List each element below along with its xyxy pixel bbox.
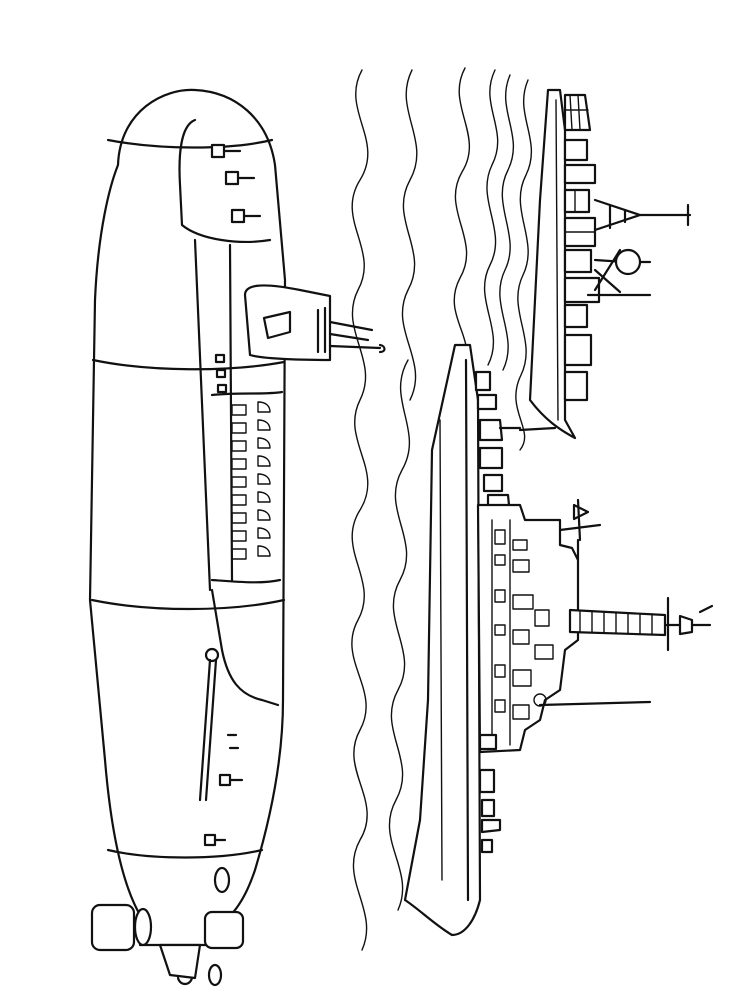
hatch-left-column: [231, 404, 247, 560]
lattice-mast: [593, 198, 692, 294]
porthole-column: [214, 353, 228, 394]
stern-propulsors: [90, 866, 245, 987]
deck-line-right: [228, 243, 234, 582]
conning-tower: [243, 284, 386, 362]
aft-structures: [478, 700, 652, 854]
sea-waves: [351, 67, 532, 951]
lower-fittings: [203, 733, 244, 847]
hull-ring-2: [91, 358, 286, 371]
wave-3: [388, 359, 411, 911]
wave-2: [401, 69, 418, 401]
hull-ring-3: [90, 598, 286, 611]
main-radar-mast: [568, 596, 714, 652]
back-ship-gun: [518, 426, 557, 432]
warship-front: [403, 343, 714, 937]
antenna-mast: [198, 647, 220, 802]
hull-ring-1: [106, 138, 274, 149]
hatch-right-column: [257, 401, 271, 557]
warship-front-hull: [403, 343, 482, 937]
missile-hatch-bay: [210, 390, 284, 584]
bow-equipment: [474, 370, 522, 517]
wave-5: [483, 69, 499, 366]
stern-frames: [563, 93, 592, 132]
back-hull-deck-line: [555, 99, 559, 421]
hull-ring-4: [106, 848, 264, 859]
upper-fittings: [210, 143, 262, 224]
deck-line-left: [193, 238, 212, 592]
wave-7: [515, 79, 532, 451]
wave-4: [453, 67, 471, 371]
lower-deck-casing: [210, 588, 280, 707]
warship-back: [518, 88, 692, 440]
wave-1: [351, 69, 369, 951]
wave-6: [499, 74, 514, 371]
main-superstructure: [476, 503, 580, 754]
submarine: [88, 88, 386, 987]
submarine-hull: [88, 88, 287, 933]
back-deckhouses: [563, 138, 601, 402]
hull-deck-line: [464, 358, 470, 902]
hull-waterline: [439, 419, 443, 881]
forward-mast: [558, 498, 602, 562]
upper-deck-casing: [178, 118, 272, 243]
radar-dome: [614, 248, 652, 276]
